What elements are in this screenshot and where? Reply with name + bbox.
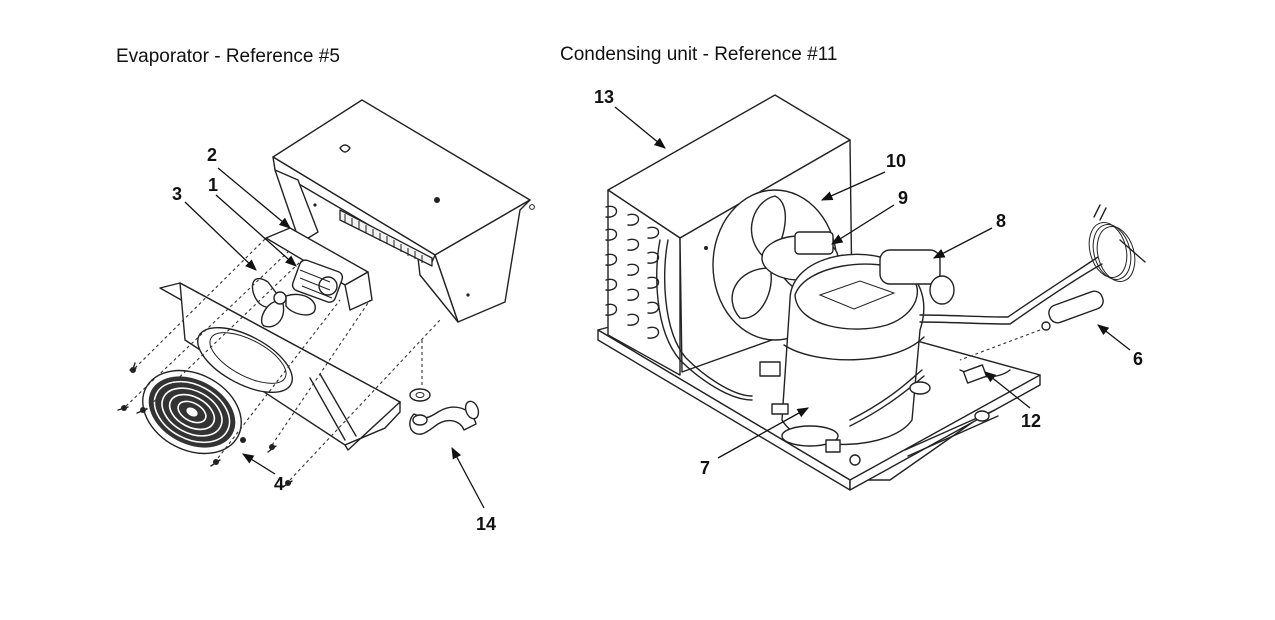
evaporator-title: Evaporator - Reference #5 (116, 46, 340, 67)
callout-10: 10 (886, 151, 906, 171)
callout-8: 8 (996, 211, 1006, 231)
callout-7: 7 (700, 458, 710, 478)
mounting-screws (117, 362, 293, 488)
condensing-unit-title: Condensing unit - Reference #11 (560, 44, 838, 65)
relay-overload (879, 249, 955, 305)
fan-motor-bracket (265, 227, 373, 311)
callout-12: 12 (1021, 411, 1041, 431)
fan-guard (142, 369, 246, 455)
callout-13: 13 (594, 87, 614, 107)
assembly-dashed-lines (125, 237, 441, 481)
callout-4: 4 (274, 474, 284, 494)
callout-1: 1 (208, 175, 218, 195)
service-valves (759, 361, 990, 422)
leader-lines (184, 106, 1131, 509)
drain-hose (409, 388, 480, 435)
callout-14: 14 (476, 514, 496, 534)
callout-6: 6 (1133, 349, 1143, 369)
evaporator-shroud-panel (159, 282, 401, 451)
evaporator-housing (272, 99, 535, 323)
callout-2: 2 (207, 145, 217, 165)
refrigerant-tubing (656, 239, 1103, 457)
callout-9: 9 (898, 188, 908, 208)
callout-3: 3 (172, 184, 182, 204)
capillary-coil (1088, 204, 1146, 282)
filter-drier (959, 290, 1104, 361)
